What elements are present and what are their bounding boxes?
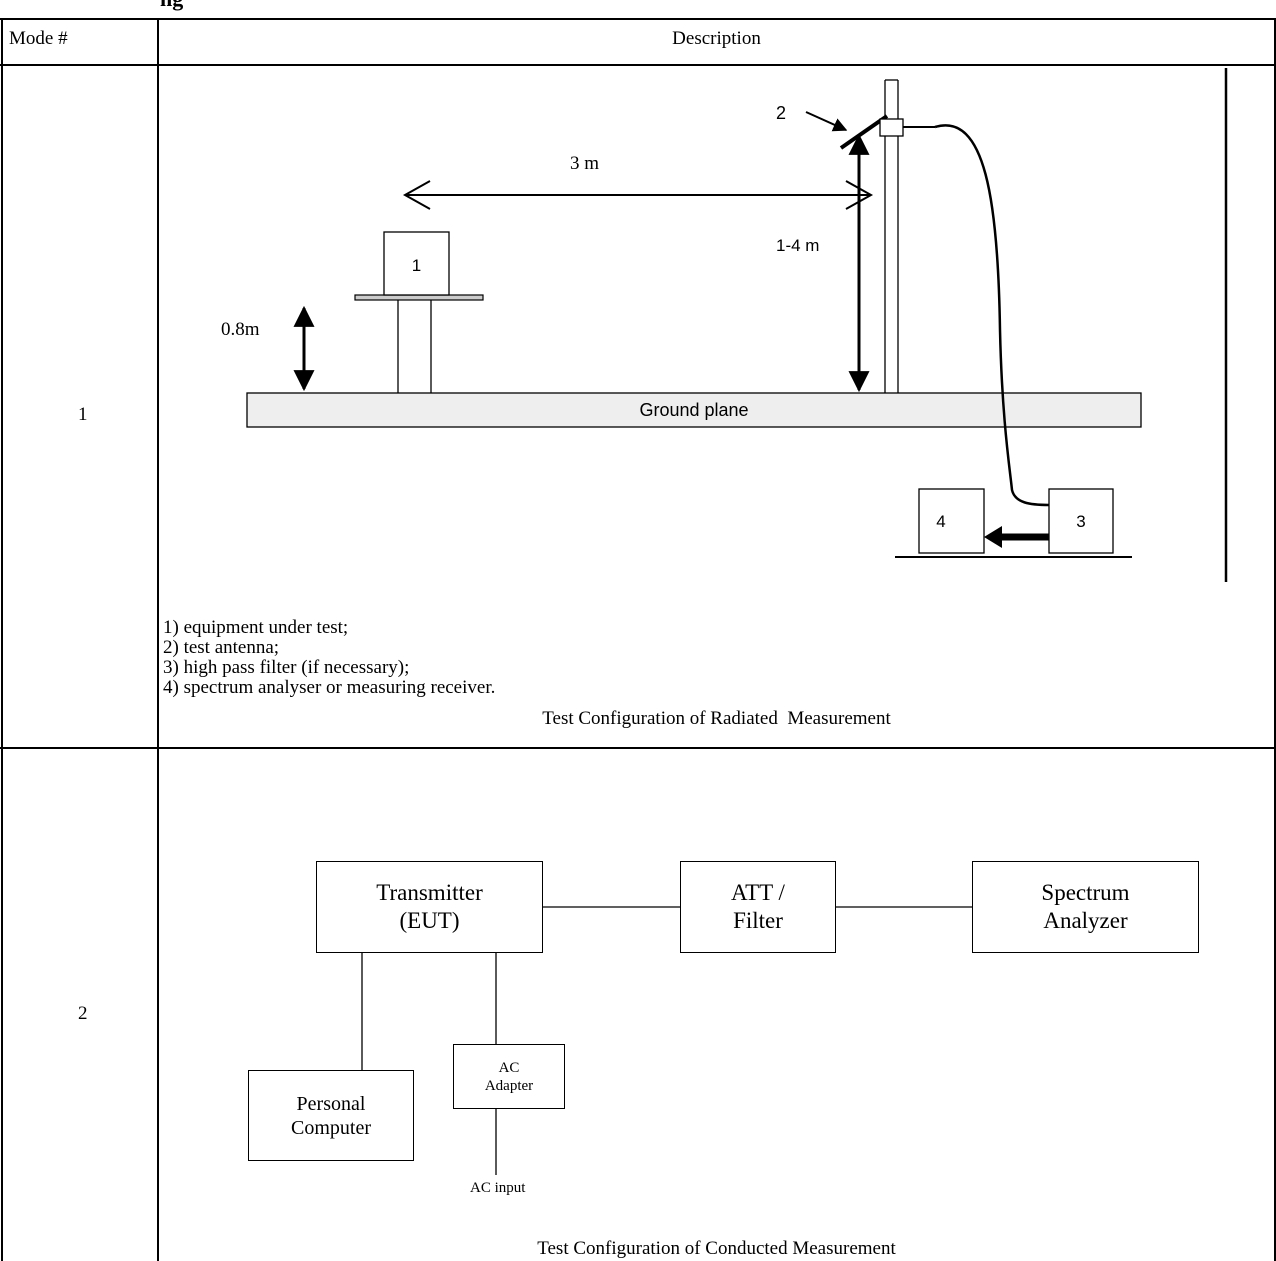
legend-item-3: 3) high pass filter (if necessary); (163, 657, 410, 678)
mode-number-1: 1 (78, 404, 88, 425)
att-filter-label-line1: ATT / (731, 880, 785, 905)
transmitter-label-line2: (EUT) (399, 908, 460, 933)
eut-box (383, 231, 450, 296)
transmitter-label-line1: Transmitter (376, 880, 483, 905)
distance-label: 3 m (570, 153, 600, 174)
spectrum-analyzer-box: Spectrum Analyzer (972, 861, 1199, 953)
personal-computer-box: Personal Computer (248, 1070, 414, 1161)
transmitter-box: Transmitter (EUT) (316, 861, 543, 953)
signal-flow-arrow (984, 526, 1002, 548)
legend-item-2: 2) test antenna; (163, 637, 280, 658)
header-description: Description (672, 28, 761, 49)
analyser-box (918, 488, 985, 554)
spectrum-analyzer-label-line1: Spectrum (1041, 880, 1130, 905)
legend-item-1: 1) equipment under test; (163, 617, 349, 638)
ac-adapter-label-line2: Adapter (484, 1077, 534, 1094)
ac-adapter-label-line1: AC (498, 1059, 520, 1076)
personal-computer-label-line2: Computer (291, 1116, 371, 1139)
att-filter-label-line2: Filter (733, 908, 783, 933)
item-number-4: 4 (936, 512, 946, 531)
att-filter-box: ATT / Filter (680, 861, 836, 953)
ground-plane-label: Ground plane (639, 400, 749, 420)
ground-plane (246, 392, 1142, 428)
table-height-label: 0.8m (221, 319, 260, 340)
filter-box (1048, 488, 1114, 554)
item-number-1: 1 (411, 256, 422, 275)
caption-conducted: Test Configuration of Conducted Measurem… (537, 1238, 896, 1259)
spectrum-analyzer-label-line2: Analyzer (1043, 908, 1128, 933)
section-heading-fragment: ng (160, 0, 183, 10)
legend-item-4: 4) spectrum analyser or measuring receiv… (163, 677, 496, 698)
ac-adapter-box: AC Adapter (453, 1044, 565, 1109)
header-mode: Mode # (9, 28, 68, 49)
caption-radiated: Test Configuration of Radiated Measureme… (542, 708, 891, 729)
mode-number-2: 2 (78, 1003, 88, 1024)
antenna-height-label: 1-4 m (776, 236, 820, 255)
antenna-cable (934, 124, 1050, 507)
item-number-3: 3 (1076, 512, 1086, 531)
personal-computer-label-line1: Personal (296, 1092, 366, 1115)
item-number-2: 2 (776, 103, 787, 123)
ac-input-label: AC input (470, 1180, 526, 1196)
antenna-pointer (805, 111, 848, 132)
